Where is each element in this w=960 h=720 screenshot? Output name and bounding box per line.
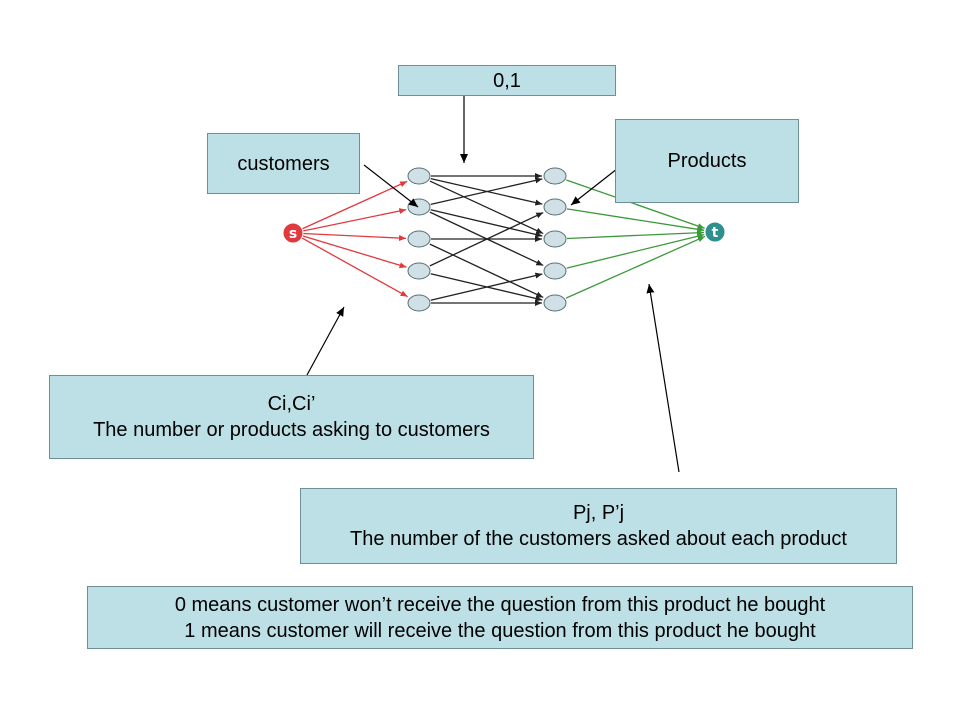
ci-title: Ci,Ci’: [267, 393, 316, 415]
meaning-zero: 0 means customer won’t receive the quest…: [174, 593, 826, 616]
customer-product-edge: [429, 243, 544, 299]
customer-product-edge: [430, 209, 543, 238]
customer-product-edge: [430, 177, 543, 205]
ci-description: The number or products asking to custome…: [93, 419, 490, 441]
products-pointer-arrow: [570, 164, 623, 206]
meaning-box: 0 means customer won’t receive the quest…: [87, 586, 913, 649]
customer-node: [407, 230, 431, 248]
sink-edge: [565, 235, 706, 299]
source-edge: [302, 232, 407, 242]
products-label: Products: [667, 150, 747, 172]
sink-edge: [566, 229, 705, 240]
product-node: [543, 198, 567, 216]
flow-label-box: 0,1: [398, 65, 616, 96]
sink-node: t: [704, 221, 726, 243]
customer-product-edge: [430, 272, 543, 301]
customers-label-box: customers: [207, 133, 360, 194]
source-edge: [301, 180, 408, 230]
source-node: s: [282, 222, 304, 244]
customer-node: [407, 262, 431, 280]
customer-node: [407, 167, 431, 185]
ci-pointer-arrow: [306, 306, 345, 376]
product-node: [543, 294, 567, 312]
product-node: [543, 230, 567, 248]
products-label-box: Products: [615, 119, 799, 203]
pj-title: Pj, P’j: [572, 502, 625, 524]
ci-description-box: Ci,Ci’ The number or products asking to …: [49, 375, 534, 459]
pj-description: The number of the customers asked about …: [350, 528, 847, 550]
sink-node-label: t: [712, 225, 719, 241]
pj-pointer-arrow: [646, 283, 680, 473]
sink-edge: [566, 179, 705, 229]
pj-description-box: Pj, P’j The number of the customers aske…: [300, 488, 897, 564]
customers-label: customers: [237, 152, 330, 175]
sink-edge: [566, 208, 705, 233]
product-node: [543, 262, 567, 280]
source-edge: [302, 235, 407, 269]
product-node: [543, 167, 567, 185]
meaning-one: 1 means customer will receive the questi…: [184, 619, 816, 642]
customer-product-edge: [429, 180, 544, 235]
customers-pointer-arrow: [363, 164, 419, 208]
customer-node: [407, 294, 431, 312]
customer-product-edge: [429, 211, 544, 267]
sink-edge: [566, 233, 705, 269]
flow-label: 0,1: [493, 69, 521, 92]
source-edge: [302, 208, 407, 232]
source-edge: [301, 237, 408, 298]
source-node-label: s: [289, 226, 297, 242]
